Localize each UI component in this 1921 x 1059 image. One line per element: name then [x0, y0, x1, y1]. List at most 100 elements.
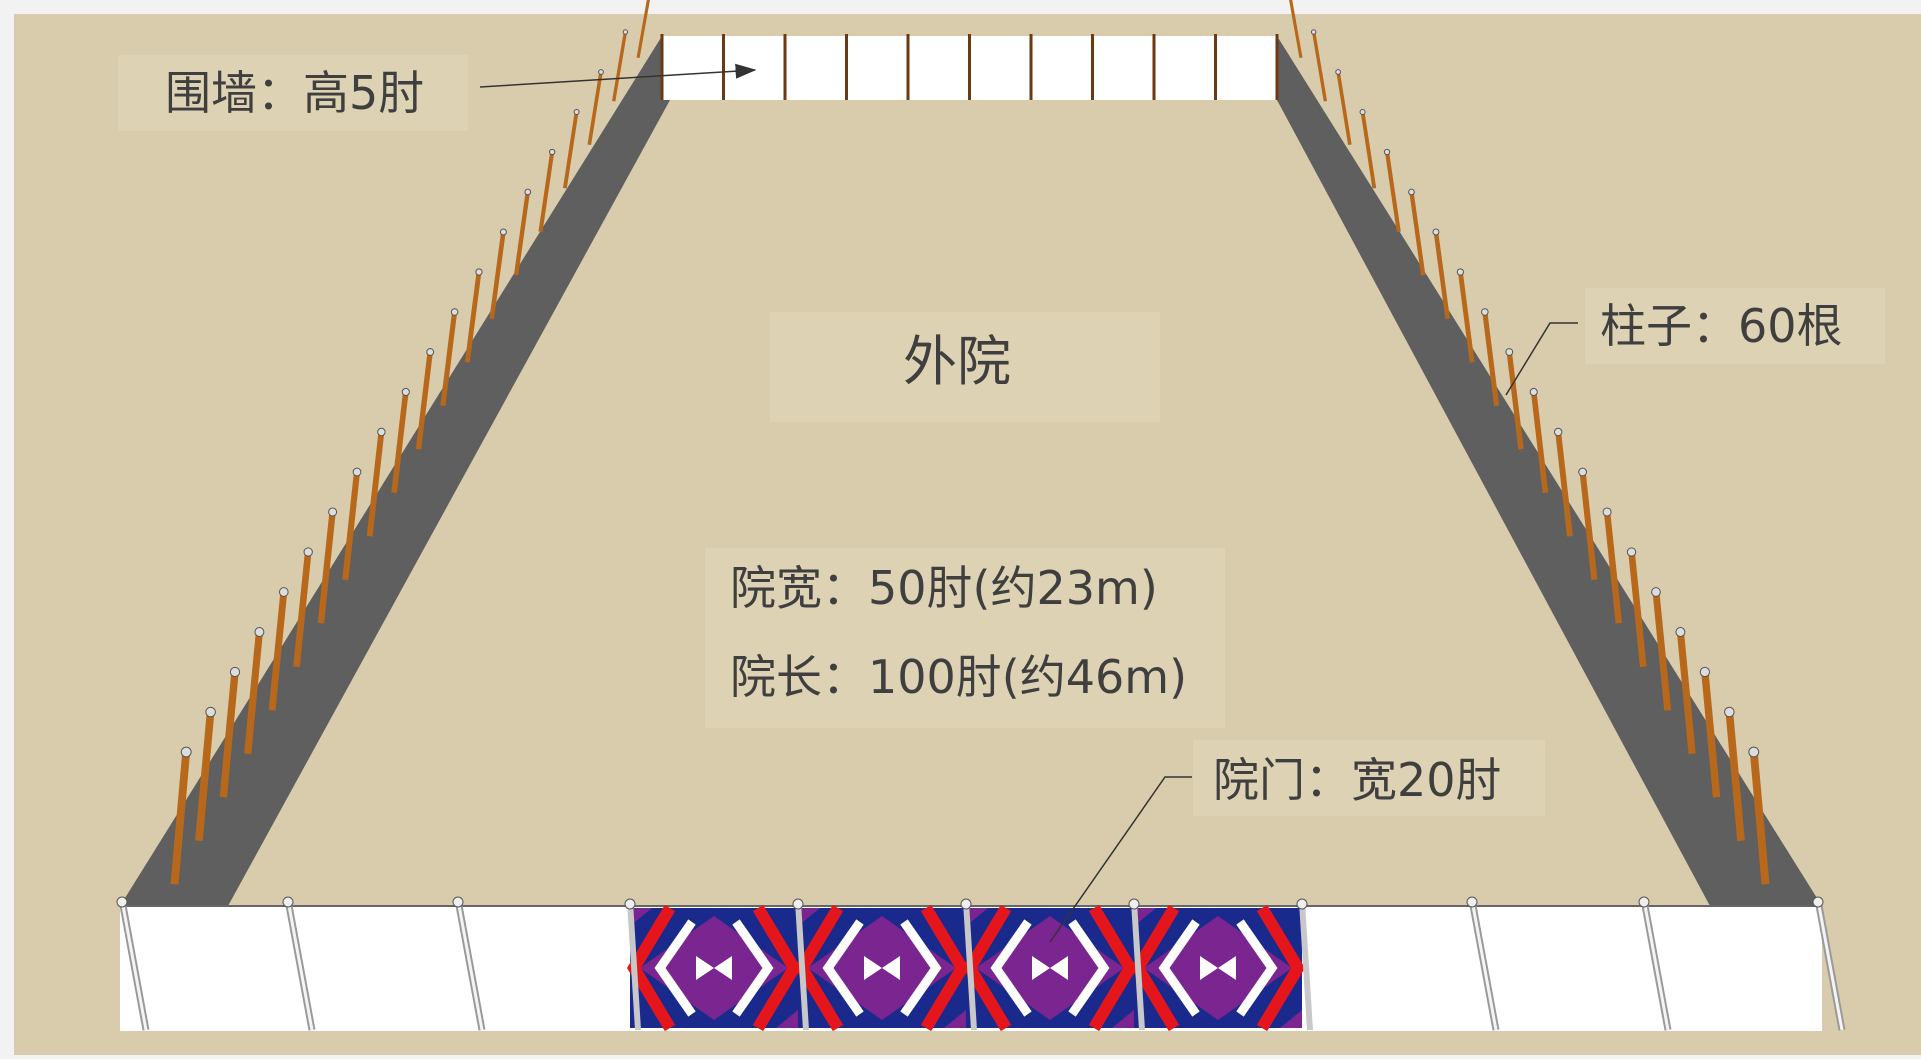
right-wall-post [1555, 431, 1573, 537]
left-wall-post [587, 71, 603, 146]
right-wall [1277, 0, 1822, 906]
gate-center-right [882, 956, 900, 980]
gate-pattern [627, 904, 1305, 1032]
left-wall-post [195, 711, 215, 842]
right-wall-post [1312, 31, 1328, 102]
right-wall-post [1701, 671, 1721, 798]
right-wall-post [1289, 0, 1303, 59]
left-wall-post [489, 231, 506, 320]
gate-chevron-white-right [732, 919, 774, 1017]
left-wall-post [612, 31, 628, 102]
right-wall-post-cap [1359, 108, 1366, 116]
left-wall-post [391, 391, 409, 494]
front-wall-post-cap [1638, 896, 1650, 908]
right-wall-post-cap [1748, 746, 1760, 758]
right-wall-post [1603, 511, 1622, 624]
left-wall-post-cap [401, 387, 410, 397]
right-wall-post [1676, 631, 1696, 755]
left-wall-post [342, 471, 361, 581]
gate-width-label: 院门：宽20肘 [1213, 753, 1502, 807]
left-wall-post-cap [573, 108, 580, 116]
dimensions-annotation: 院宽：50肘(约23m) 院长：100肘(约46m) [705, 548, 1225, 728]
gate-post-cap [960, 898, 972, 910]
gate-center-right [1218, 956, 1236, 980]
court-length-label: 院长：100肘(约46m) [730, 650, 1187, 704]
left-wall-post [219, 671, 239, 798]
front-wall-posts [116, 896, 1846, 1031]
gate-corner [1280, 1010, 1302, 1028]
right-wall-post-cap [1578, 467, 1587, 477]
left-wall-post-cap [524, 188, 532, 196]
right-wall-post-cap [1408, 188, 1415, 196]
left-wall-post [562, 111, 579, 189]
left-wall-post-cap [229, 666, 241, 678]
left-wall-post-cap [180, 746, 192, 758]
gate-chevron-right [1256, 904, 1305, 1032]
right-wall-post-cap [1626, 547, 1637, 557]
right-wall-post [1725, 711, 1745, 842]
left-wall-post-cap [450, 308, 459, 316]
right-wall-post-cap [1335, 69, 1341, 75]
right-wall-post [1433, 231, 1450, 320]
gate-chevron-right [920, 904, 969, 1032]
gate-center-right [714, 956, 732, 980]
left-wall-post-cap [377, 427, 386, 437]
left-wall-post [268, 591, 288, 711]
gate-corner [944, 1010, 966, 1028]
right-wall-post [1506, 351, 1524, 450]
gate-chevron-white-right [1236, 919, 1278, 1017]
gate-chevron-white-left [654, 919, 696, 1017]
left-wall-post-cap [622, 29, 629, 35]
right-wall-post-cap [1724, 706, 1735, 718]
court-width-label: 院宽：50肘(约23m) [730, 561, 1158, 615]
gate-post [1131, 901, 1145, 1031]
court-label: 外院 [903, 330, 1011, 393]
gate-corner [966, 908, 988, 926]
gate-chevron-white-left [1158, 919, 1200, 1017]
gate-corner [776, 1010, 798, 1028]
gate-post [1299, 901, 1313, 1031]
gate-post-cap [1296, 898, 1308, 910]
gate-center-left [1032, 956, 1050, 980]
right-wall-post [1749, 751, 1770, 885]
gate-posts [624, 898, 1313, 1031]
right-wall-post-cap [1602, 507, 1612, 517]
right-wall-post-cap [1456, 268, 1464, 276]
court-gate [624, 898, 1313, 1032]
left-wall-post-cap [254, 627, 265, 637]
front-wall-post-highlight [286, 899, 314, 1031]
gate-post [795, 901, 809, 1031]
right-wall-post [1652, 591, 1672, 711]
right-wall-post-cap [1699, 666, 1710, 678]
left-wall-post [415, 351, 433, 450]
left-wall-post [513, 191, 530, 276]
gate-post [627, 901, 641, 1031]
gate-annotation: 院门：宽20肘 [1049, 740, 1545, 943]
left-wall-post-cap [499, 228, 507, 236]
left-wall-posts [170, 0, 650, 885]
front-wall-post-cap [116, 896, 128, 908]
left-wall-post-cap [475, 268, 483, 276]
gate-post-cap [624, 898, 636, 910]
gate-corner [1112, 1010, 1134, 1028]
left-wall-post [170, 751, 191, 885]
gate-post-cap [792, 898, 804, 910]
left-wall-post [538, 151, 555, 233]
right-wall-post-cap [1432, 228, 1440, 236]
pillars-pointer-line [1505, 322, 1578, 396]
gate-center-left [696, 956, 714, 980]
gate-center-left [1200, 956, 1218, 980]
right-wall-post-cap [1310, 29, 1317, 35]
right-wall-post-cap [1675, 627, 1686, 637]
right-wall-post-cap [1505, 348, 1514, 356]
left-wall-post [244, 631, 263, 755]
front-wall-post-cap [452, 896, 464, 908]
left-wall-post [366, 431, 385, 537]
left-wall-post-cap [278, 587, 289, 597]
back-wall [660, 34, 1279, 100]
right-wall-post [1360, 111, 1377, 189]
right-wall-posts [1289, 0, 1770, 885]
left-wall-post-cap [352, 467, 362, 477]
left-wall-post-cap [328, 507, 338, 517]
right-wall-post [1579, 471, 1598, 581]
